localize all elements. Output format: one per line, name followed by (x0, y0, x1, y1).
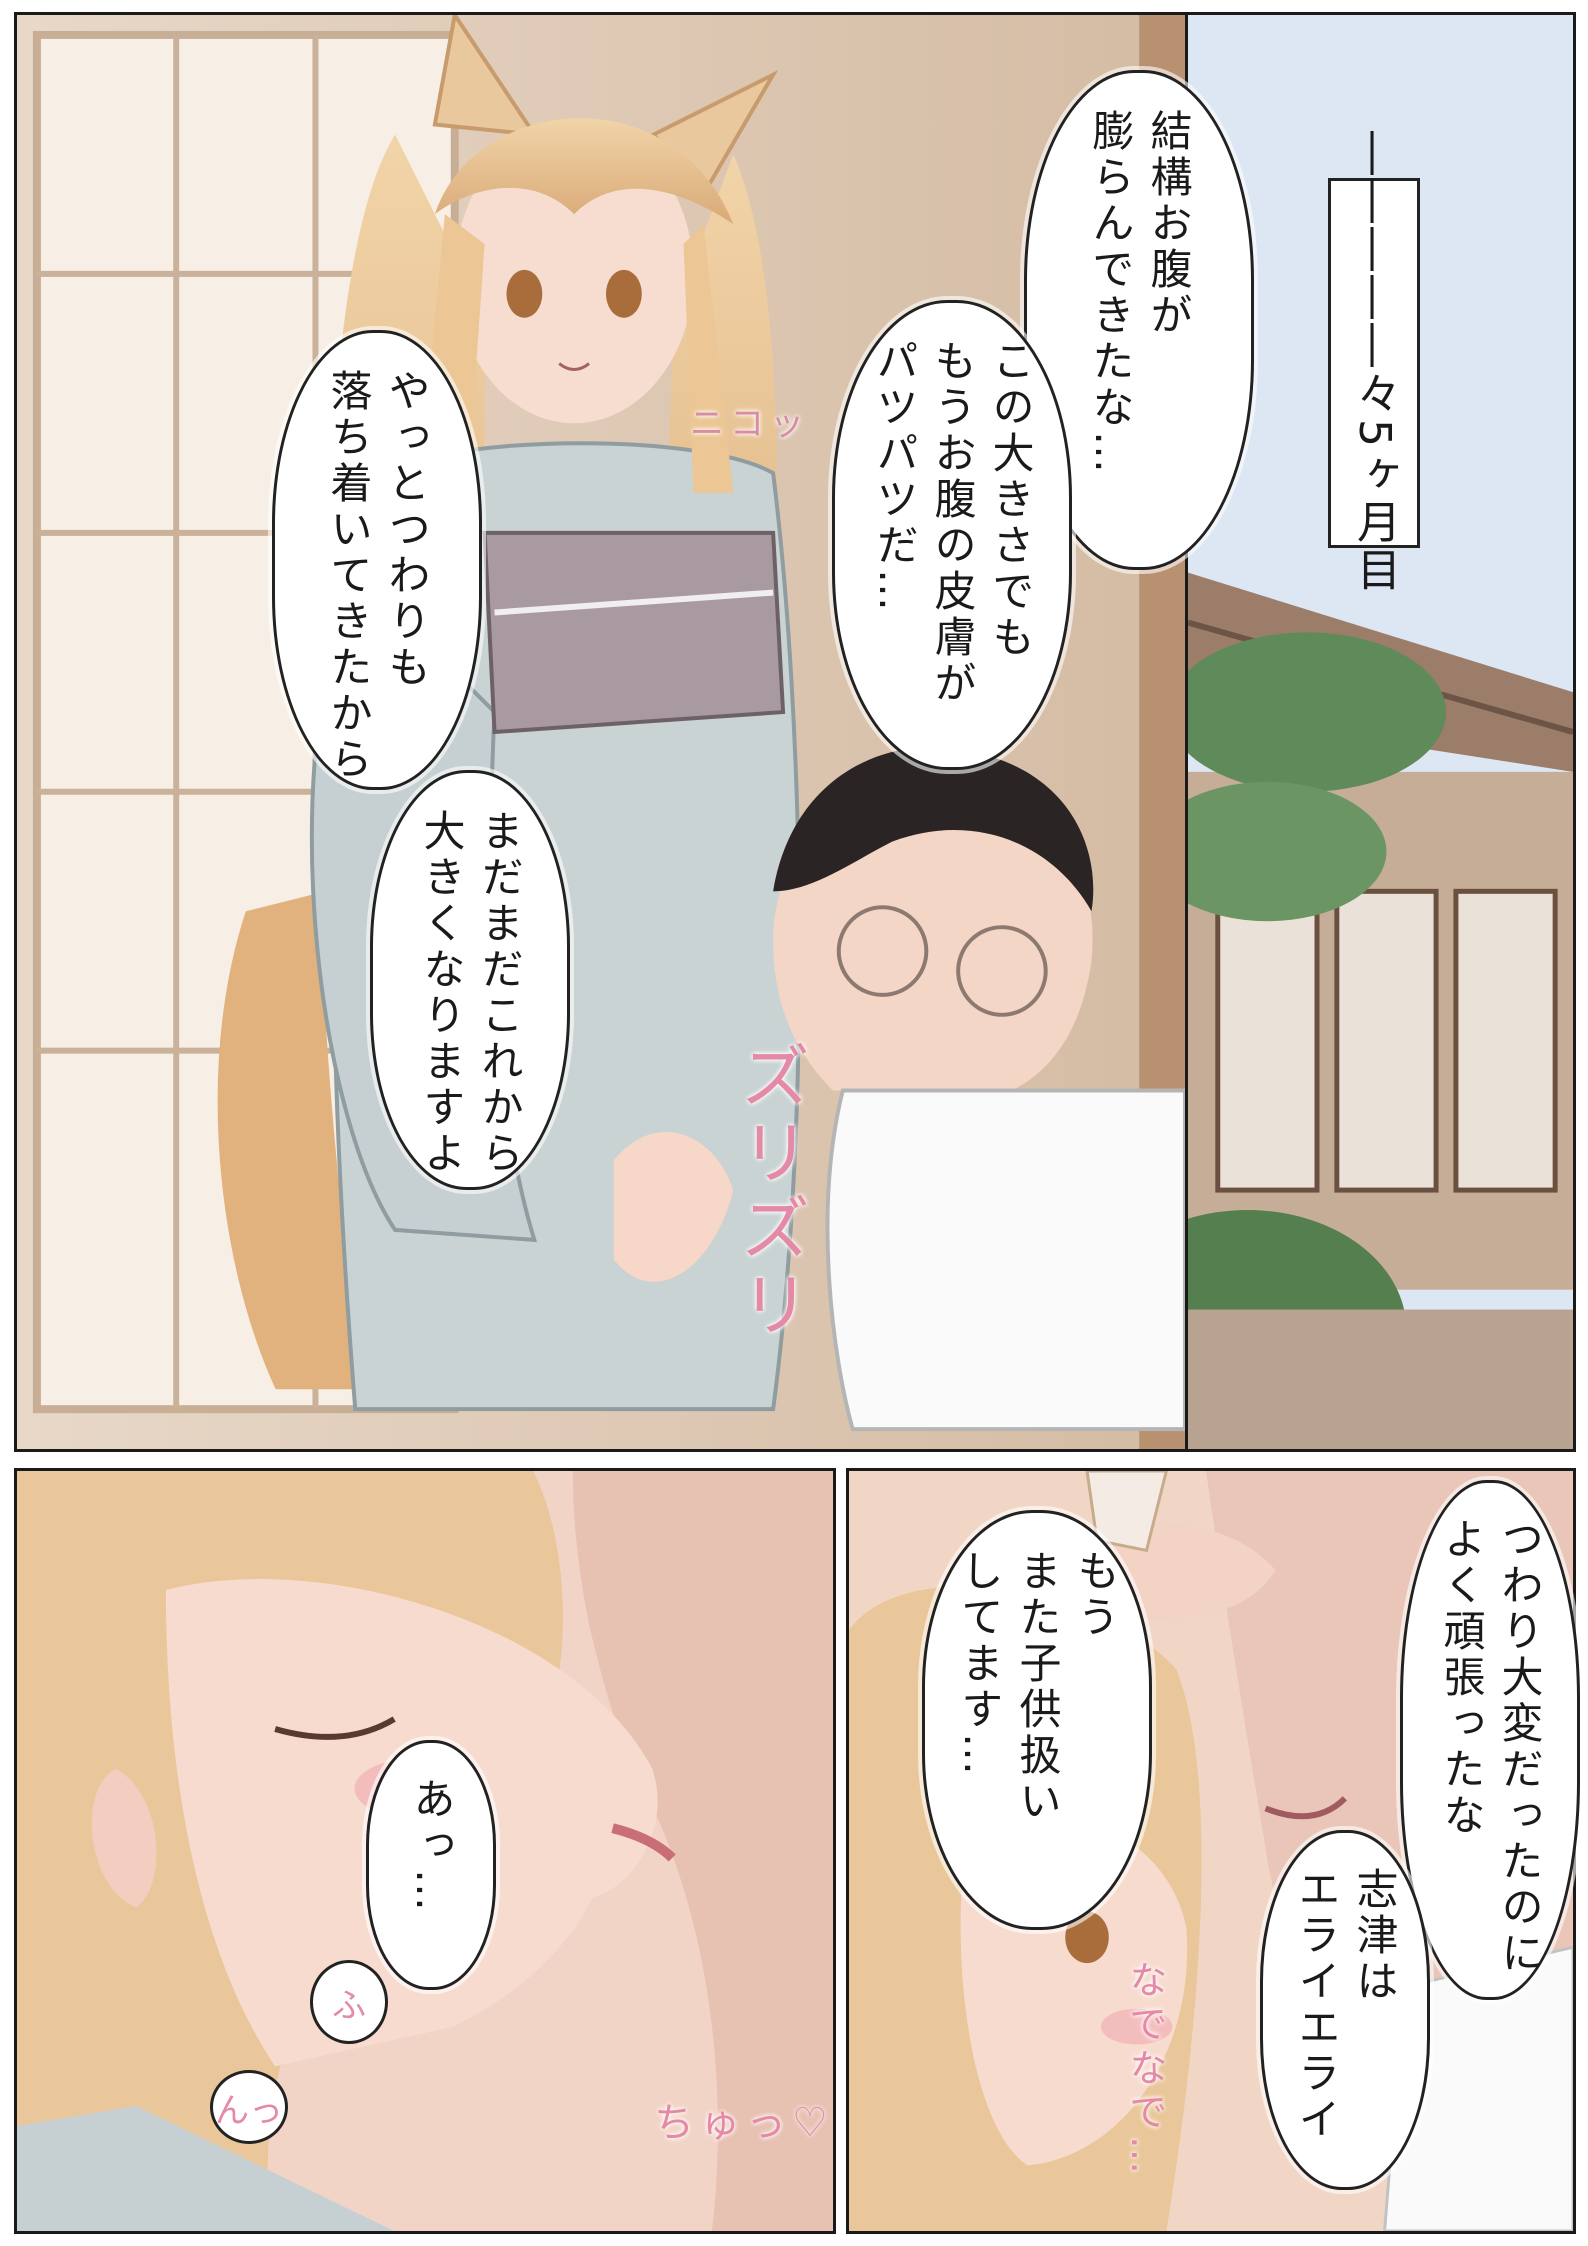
speech-bubble-bigger: まだまだこれから 大きくなりますよ (370, 770, 570, 1190)
sfx-bubble-fu: ふ (310, 1960, 388, 2044)
speech-text-did-well: つわり大変だったのに よく頑張ったな (1437, 1517, 1544, 1977)
speech-text-morning-sickness: やっとつわりも 落ち着いてきたから (324, 369, 431, 783)
speech-bubble-child: もう また子供扱い してます… (922, 1510, 1152, 1930)
sfx-rub: ズリズリ (729, 1040, 811, 1344)
speech-bubble-ah: あっ… (366, 1740, 496, 1990)
sfx-pat: なでなで… (1123, 1960, 1167, 2180)
speech-text-ah: あっ… (407, 1777, 456, 1915)
speech-bubble-did-well: つわり大変だったのに よく頑張ったな (1400, 1480, 1580, 2000)
sfx-bubble-n: んっ (210, 2070, 288, 2144)
panel-top (14, 12, 1188, 1452)
speech-text-good-girl: 志津は エライエライ (1292, 1867, 1399, 2143)
speech-text-skin-tight: この大きさでも もうお腹の皮膚が パツパツだ… (870, 339, 1035, 707)
speech-text-bigger: まだまだこれから 大きくなりますよ (417, 809, 524, 1177)
speech-bubble-morning-sickness: やっとつわりも 落ち着いてきたから (272, 330, 482, 790)
speech-text-belly-grown: 結構お腹が 膨らんできたな… (1086, 109, 1193, 477)
time-caption: ―――――々5ヶ月目 (1328, 131, 1420, 595)
speech-text-child: もう また子供扱い してます… (955, 1549, 1120, 1825)
sfx-smile: ニコッ (690, 404, 810, 444)
panel-top-illustration (17, 15, 1185, 1449)
time-caption-text: ―――――々5ヶ月目 (1349, 131, 1400, 595)
sfx-fu-text: ふ (332, 1985, 366, 2026)
speech-bubble-good-girl: 志津は エライエライ (1260, 1830, 1430, 2190)
sfx-n-text: んっ (215, 2090, 283, 2131)
sfx-kiss: ちゅっ♡ (654, 2100, 834, 2146)
speech-bubble-skin-tight: この大きさでも もうお腹の皮膚が パツパツだ… (832, 300, 1072, 770)
